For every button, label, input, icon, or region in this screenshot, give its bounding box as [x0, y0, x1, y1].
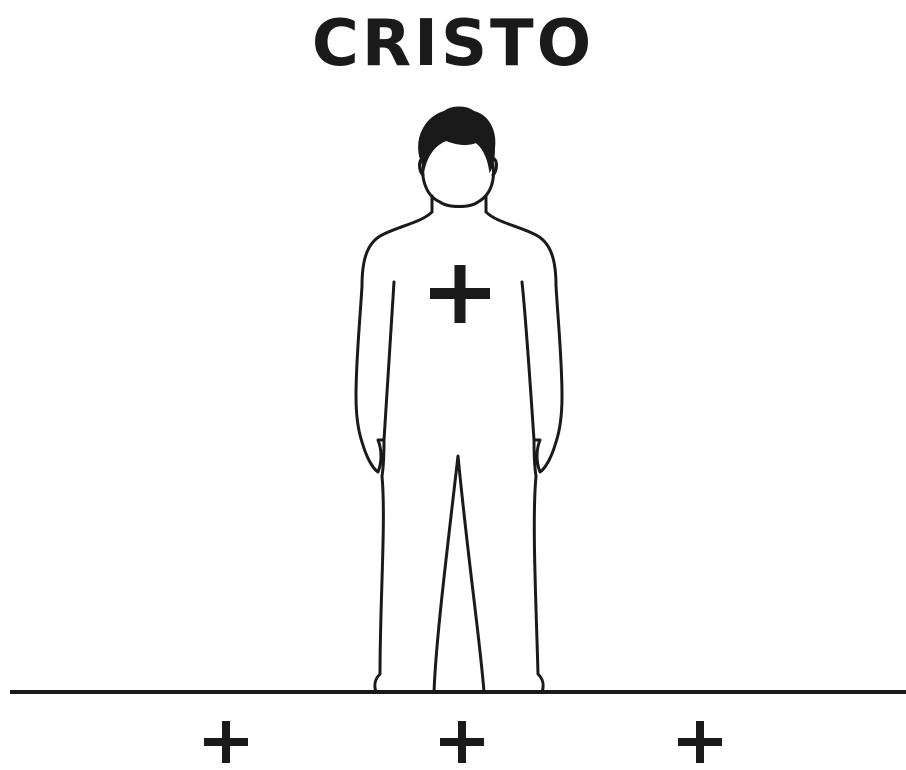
ground-plus-cross-icon-center: [440, 721, 484, 763]
left-arm-inner: [384, 282, 394, 440]
ground-plus-cross-icon-right: [678, 721, 722, 763]
head-outline: [423, 160, 494, 207]
ground-plus-cross-icon-left: [204, 721, 248, 763]
right-arm-inner: [522, 282, 534, 440]
hair: [419, 108, 494, 171]
chest-plus-cross-icon: [430, 265, 490, 323]
